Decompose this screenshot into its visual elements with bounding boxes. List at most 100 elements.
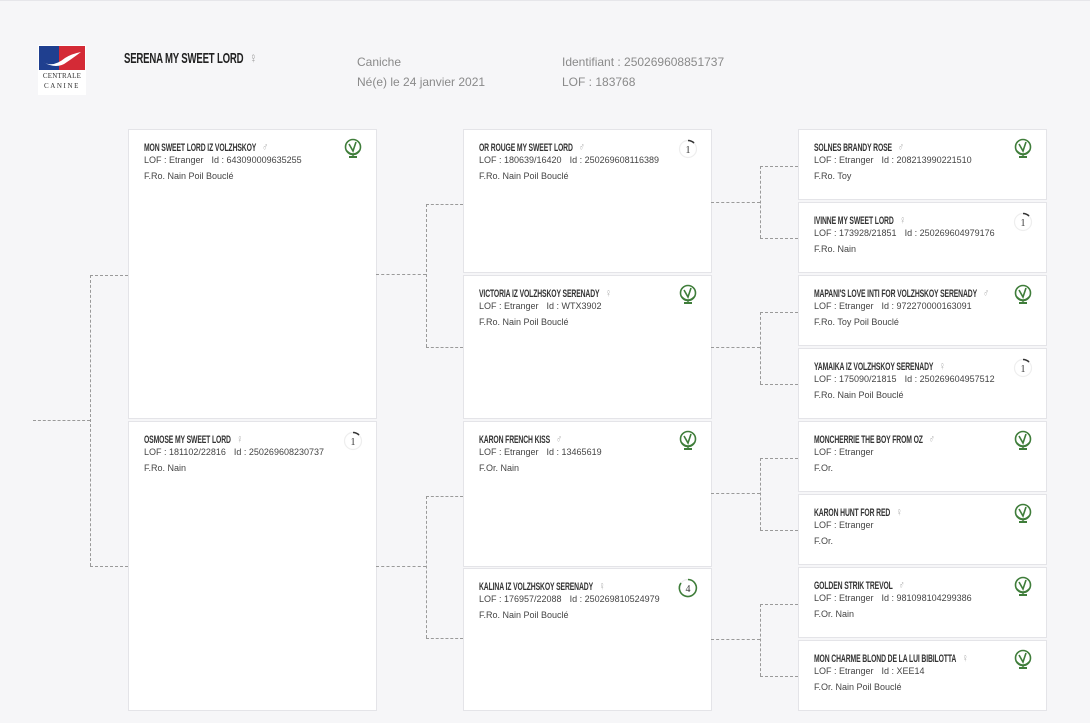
ancestor-lof: LOF : Etranger [479,301,539,311]
pedigree-connector [711,639,760,640]
ancestor-name[interactable]: MAPANI'S LOVE INTI FOR VOLZHSKOY SERENAD… [814,288,978,300]
ancestor-card[interactable]: YAMAIKA IZ VOLZHSKOY SERENADY♀ LOF : 175… [798,348,1047,419]
ancestor-id: Id : 208213990221510 [881,155,972,165]
ancestor-name[interactable]: OR ROUGE MY SWEET LORD [479,142,573,154]
ancestor-name[interactable]: OSMOSE MY SWEET LORD [144,434,231,446]
ancestor-name[interactable]: MON SWEET LORD IZ VOLZHSKOY [144,142,257,154]
ancestor-variety: F.Ro. Nain Poil Bouclé [479,171,569,181]
ancestor-card[interactable]: IVINNE MY SWEET LORD ♀ LOF : 173928/21851… [798,202,1047,273]
pedigree-connector [33,420,90,421]
logo-text-line2: Canine [43,82,81,90]
foreign-globe-icon[interactable] [1012,284,1034,306]
pedigree-connector [376,566,426,567]
ancestor-lof: LOF : 176957/22088 [479,594,562,604]
dog-lof: LOF : 183768 [562,75,636,89]
logo-flag-icon [39,46,85,70]
ancestor-name[interactable]: YAMAIKA IZ VOLZHSKOY SERENADY [814,361,934,373]
ancestor-lof: LOF : Etranger [814,666,874,676]
pedigree-connector [760,238,798,239]
pedigree-connector [426,496,463,497]
ancestor-lof: LOF : 180639/16420 [479,155,562,165]
ancestor-name[interactable]: MONCHERRIE THE BOY FROM OZ [814,434,923,446]
male-icon: ♂ [898,140,904,154]
foreign-globe-icon[interactable] [1012,503,1034,525]
ancestor-card[interactable]: OR ROUGE MY SWEET LORD ♂ LOF : 180639/164… [463,129,712,273]
centrale-canine-logo[interactable]: Centrale Canine [38,45,86,95]
pedigree-connector [760,166,761,238]
ancestor-id: Id : 972270000163091 [881,301,972,311]
foreign-globe-icon[interactable] [677,430,699,452]
male-icon: ♂ [578,140,585,154]
litter-count-badge[interactable]: 4 [677,577,699,599]
pedigree-connector [760,312,761,384]
ancestor-card[interactable]: MONCHERRIE THE BOY FROM OZ♂ LOF : Etrang… [798,421,1047,492]
ancestor-lof: LOF : Etranger [814,447,874,457]
foreign-globe-icon[interactable] [677,284,699,306]
ancestor-name[interactable]: MON CHARME BLOND DE LA LUI BIBILOTTA [814,653,957,665]
ancestor-variety: F.Or. Nain [479,463,520,473]
pedigree-connector [426,204,463,205]
dog-birthdate: Né(e) le 24 janvier 2021 [357,75,486,89]
female-icon: ♀ [962,651,968,665]
ancestor-variety: F.Or. Nain Poil Bouclé [814,682,902,692]
ancestor-card[interactable]: KALINA IZ VOLZHSKOY SERENADY ♀ LOF : 1769… [463,568,712,711]
foreign-globe-icon[interactable] [1012,649,1034,671]
ancestor-variety: F.Ro. Nain Poil Bouclé [479,317,569,327]
dog-identity-info: Identifiant : 250269608851737 LOF : 1837… [562,52,724,92]
ancestor-id: Id : 250269608230737 [233,447,324,457]
female-icon: ♀ [599,579,605,593]
svg-text:1: 1 [1021,218,1026,229]
ancestor-card[interactable]: MON SWEET LORD IZ VOLZHSKOY♂ LOF : Etran… [128,129,377,419]
ancestor-variety: F.Ro. Nain [814,244,857,254]
pedigree-connector [90,275,91,566]
ancestor-card[interactable]: VICTORIA IZ VOLZHSKOY SERENADY ♀ LOF : Et… [463,275,712,419]
pedigree-connector [760,676,798,677]
dog-title: SERENA MY SWEET LORD♀ [124,50,257,68]
ancestor-name[interactable]: KALINA IZ VOLZHSKOY SERENADY [479,581,594,593]
pedigree-connector [426,204,427,347]
dog-breed-info: Caniche Né(e) le 24 janvier 2021 [357,52,485,92]
ancestor-variety: F.Ro. Nain Poil Bouclé [814,390,904,400]
female-icon: ♀ [237,432,243,446]
male-icon: ♂ [262,140,268,154]
ancestor-id: Id : 643090009635255 [211,155,302,165]
ancestor-variety: F.Or. [814,536,834,546]
female-icon: ♀ [605,286,612,300]
female-icon: ♀ [899,213,906,227]
ancestor-variety: F.Or. [814,463,834,473]
litter-count-badge[interactable]: 1 [1012,357,1034,379]
foreign-globe-icon[interactable] [1012,576,1034,598]
ancestor-card[interactable]: OSMOSE MY SWEET LORD♀ LOF : 181102/22816… [128,421,377,711]
dog-identifiant: Identifiant : 250269608851737 [562,55,725,69]
ancestor-id: Id : 250269608116389 [569,155,659,165]
ancestor-card[interactable]: MON CHARME BLOND DE LA LUI BIBILOTTA ♀ LO… [798,640,1047,711]
pedigree-connector [90,566,128,567]
foreign-globe-icon[interactable] [342,138,364,160]
pedigree-connector [760,530,798,531]
litter-count-badge[interactable]: 1 [342,430,364,452]
female-icon: ♀ [896,505,902,519]
ancestor-name[interactable]: SOLNES BRANDY ROSE [814,142,892,154]
pedigree-connector [426,496,427,638]
pedigree-connector [711,347,760,348]
ancestor-lof: LOF : 173928/21851 [814,228,897,238]
foreign-globe-icon[interactable] [1012,138,1034,160]
ancestor-variety: F.Ro. Toy [814,171,852,181]
ancestor-card[interactable]: KARON HUNT FOR RED♀ LOF : Etranger F.Or. [798,494,1047,565]
female-icon: ♀ [939,359,946,373]
ancestor-name[interactable]: KARON FRENCH KISS [479,434,551,446]
litter-count-badge[interactable]: 1 [677,138,699,160]
ancestor-card[interactable]: MAPANI'S LOVE INTI FOR VOLZHSKOY SERENAD… [798,275,1047,346]
logo-text-line1: Centrale [42,72,82,80]
ancestor-name[interactable]: VICTORIA IZ VOLZHSKOY SERENADY [479,288,600,300]
ancestor-name[interactable]: KARON HUNT FOR RED [814,507,891,519]
svg-text:1: 1 [1021,364,1026,375]
pedigree-connector [711,202,760,203]
litter-count-badge[interactable]: 1 [1012,211,1034,233]
ancestor-name[interactable]: IVINNE MY SWEET LORD [814,215,894,227]
ancestor-name[interactable]: GOLDEN STRIK TREVOL [814,580,893,592]
foreign-globe-icon[interactable] [1012,430,1034,452]
